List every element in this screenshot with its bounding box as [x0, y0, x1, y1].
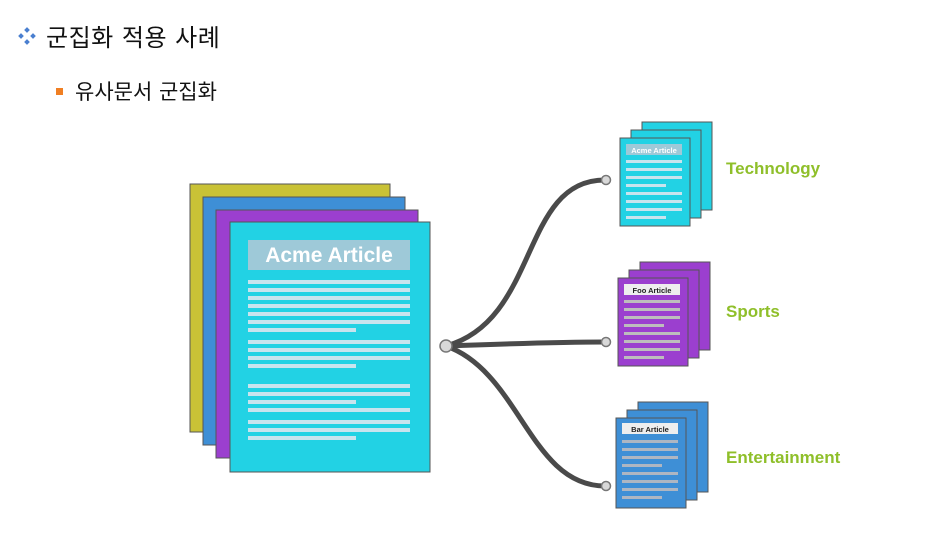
- sports-doc-title: Foo Article: [633, 286, 672, 295]
- text-line: [622, 472, 678, 475]
- text-line: [624, 308, 680, 311]
- ent-doc-title: Bar Article: [631, 425, 669, 434]
- text-line: [626, 176, 682, 179]
- text-line: [622, 448, 678, 451]
- text-line: [622, 464, 662, 467]
- text-line: [248, 328, 356, 332]
- text-line: [248, 436, 356, 440]
- connector-entertainment: [443, 343, 608, 489]
- text-line: [622, 440, 678, 443]
- tech-doc-title: Acme Article: [631, 146, 677, 155]
- node-sports: [600, 336, 612, 348]
- sports-text-lines: [624, 300, 680, 359]
- diamond-bullet-icon: [18, 26, 36, 45]
- slide-subheading: 유사문서 군집화: [56, 76, 217, 106]
- text-line: [622, 480, 678, 483]
- text-line: [622, 496, 662, 499]
- text-line: [248, 392, 410, 396]
- source-text-lines: [248, 280, 410, 440]
- label-sports: Sports: [726, 302, 780, 321]
- text-line: [624, 300, 680, 303]
- text-line: [248, 280, 410, 284]
- tech-text-lines: [626, 160, 682, 219]
- slide-heading: 군집화 적용 사례: [18, 18, 220, 53]
- cluster-technology: Acme Article Technology: [619, 121, 821, 227]
- text-line: [624, 332, 680, 335]
- text-line: [626, 208, 682, 211]
- text-line: [624, 316, 680, 319]
- node-technology: [600, 174, 612, 186]
- source-title-bar: [248, 240, 410, 270]
- text-line: [626, 184, 666, 187]
- text-line: [248, 384, 410, 388]
- text-line: [248, 364, 356, 368]
- text-line: [248, 304, 410, 308]
- ent-title-bar: [622, 423, 678, 434]
- connector-sports: [443, 339, 608, 349]
- node-entertainment: [600, 480, 612, 492]
- connector-technology: [443, 177, 608, 349]
- text-line: [624, 324, 664, 327]
- sports-title-bar: [624, 284, 680, 295]
- hub-node: [439, 339, 453, 353]
- page-title: 군집화 적용 사례: [46, 24, 221, 52]
- text-line: [248, 408, 410, 412]
- text-line: [248, 400, 356, 404]
- source-document-title: Acme Article: [265, 244, 393, 267]
- square-bullet-icon: [56, 87, 63, 95]
- text-line: [622, 456, 678, 459]
- text-line: [624, 340, 680, 343]
- text-line: [248, 320, 410, 324]
- text-line: [248, 356, 410, 360]
- text-line: [624, 348, 680, 351]
- label-entertainment: Entertainment: [726, 448, 841, 467]
- text-line: [626, 192, 682, 195]
- page-subtitle: 유사문서 군집화: [75, 80, 217, 104]
- cluster-sports: Foo Article Sports: [617, 261, 780, 367]
- tech-title-bar: [626, 144, 682, 155]
- text-line: [622, 488, 678, 491]
- cluster-connectors: [443, 177, 608, 489]
- text-line: [626, 168, 682, 171]
- text-line: [626, 200, 682, 203]
- text-line: [248, 340, 410, 344]
- cluster-entertainment: Bar Article Entertainment: [615, 401, 841, 509]
- text-line: [624, 356, 664, 359]
- text-line: [248, 428, 410, 432]
- ent-text-lines: [622, 440, 678, 499]
- source-document-stack: Acme Article: [189, 183, 431, 473]
- text-line: [626, 160, 682, 163]
- text-line: [626, 216, 666, 219]
- text-line: [248, 288, 410, 292]
- text-line: [248, 296, 410, 300]
- text-line: [248, 348, 410, 352]
- label-technology: Technology: [726, 159, 821, 178]
- text-line: [248, 312, 410, 316]
- text-line: [248, 420, 410, 424]
